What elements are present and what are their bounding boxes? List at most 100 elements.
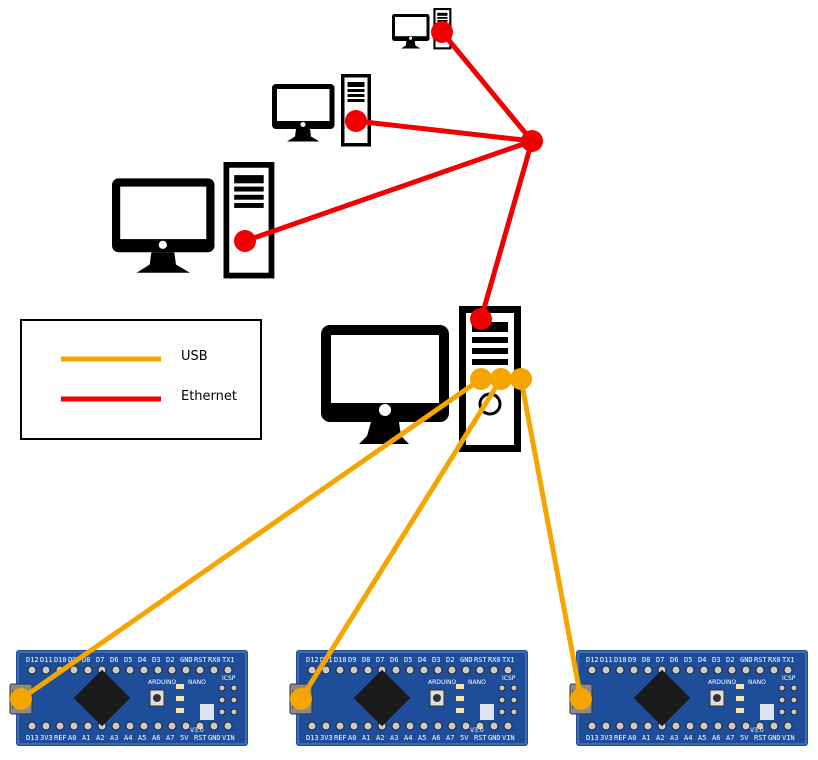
board-pin-label: GND (180, 656, 193, 664)
board-pin-label: 3V3 (600, 734, 613, 742)
ethernet-port-host (470, 308, 492, 330)
board-pin-label: D12 (306, 656, 319, 664)
board-pin-label: D8 (362, 656, 370, 664)
board-pin-label: A4 (404, 734, 412, 742)
board-pin-label: A5 (138, 734, 146, 742)
board-pin-label: VIN (222, 734, 235, 742)
board-pin-label: REF (614, 734, 627, 742)
board-pin-label: A7 (726, 734, 734, 742)
usb-links (18, 376, 584, 702)
board-pin-label: A7 (166, 734, 174, 742)
usb-link-board-1 (18, 376, 484, 702)
board-label-version: V3.0 (470, 727, 484, 734)
board-pin-label: D12 (26, 656, 39, 664)
board-pin-label: A1 (82, 734, 90, 742)
board-label-version: V3.0 (750, 727, 764, 734)
board-pin-label: GND (488, 734, 501, 742)
board-pin-label: A7 (446, 734, 454, 742)
board-pin-label: D11 (40, 656, 53, 664)
board-pin-label: D10 (614, 656, 627, 664)
board-pin-label: REF (334, 734, 347, 742)
board-pin-label: VIN (782, 734, 795, 742)
board-label-arduino: ARDUINO (708, 679, 737, 686)
arduino-nano-board-icon: ARDUINO NANO V3.0 ICSP D12D11D10D9D8D7D6… (289, 649, 529, 747)
ethernet-link-host (478, 138, 535, 322)
board-pin-label: A0 (628, 734, 636, 742)
usb-port-board-3 (570, 688, 592, 710)
board-pin-label: RST (194, 734, 207, 742)
board-pin-label: GND (768, 734, 781, 742)
board-pin-label: D2 (446, 656, 454, 664)
board-pin-label: D7 (656, 656, 664, 664)
usb-port-board-1 (10, 688, 32, 710)
board-pin-label: A2 (96, 734, 104, 742)
ethernet-link-client-1 (439, 29, 535, 144)
board-pin-label: GND (460, 656, 473, 664)
board-label-nano: NANO (188, 679, 206, 686)
board-label-arduino: ARDUINO (148, 679, 177, 686)
board-pin-label: A6 (712, 734, 720, 742)
board-pin-label: D9 (628, 656, 636, 664)
board-pin-label: RX0 (208, 656, 221, 664)
board-pin-label: A0 (68, 734, 76, 742)
board-pin-label: D9 (348, 656, 356, 664)
board-pin-label: D6 (390, 656, 398, 664)
board-pin-label: RX0 (768, 656, 781, 664)
board-pin-label: REF (54, 734, 67, 742)
board-pin-label: TX1 (222, 656, 235, 664)
legend-usb-label: USB (181, 349, 208, 364)
board-pin-label: D13 (306, 734, 319, 742)
board-label-arduino: ARDUINO (428, 679, 457, 686)
board-pin-label: D3 (152, 656, 160, 664)
usb-link-board-3 (518, 376, 584, 702)
board-pin-label: 3V3 (40, 734, 53, 742)
board-pin-label: D7 (376, 656, 384, 664)
board-pin-label: A6 (432, 734, 440, 742)
board-label-icsp: ICSP (502, 675, 516, 682)
board-pin-label: D8 (82, 656, 90, 664)
board-pin-label: A5 (418, 734, 426, 742)
board-pin-label: A4 (124, 734, 132, 742)
board-pin-label: 5V (740, 734, 749, 742)
usb-port-host-2 (490, 368, 512, 390)
board-pin-label: A3 (110, 734, 118, 742)
desktop-computer-icon (112, 162, 275, 279)
board-pin-label: 3V3 (320, 734, 333, 742)
board-pin-label: GND (208, 734, 221, 742)
board-pin-label: A4 (684, 734, 692, 742)
board-pin-label: D6 (110, 656, 118, 664)
board-pin-label: 5V (180, 734, 189, 742)
board-pin-label: RST (474, 734, 487, 742)
board-pin-label: D10 (54, 656, 67, 664)
board-pin-label: D8 (642, 656, 650, 664)
board-pin-label: 5V (460, 734, 469, 742)
ethernet-link-client-2 (353, 118, 535, 144)
ethernet-port-client-3 (234, 230, 256, 252)
board-pin-label: D4 (418, 656, 426, 664)
board-pin-label: GND (740, 656, 753, 664)
ethernet-link-client-3 (242, 138, 535, 244)
board-pin-label: D11 (600, 656, 613, 664)
board-pin-label: A6 (152, 734, 160, 742)
board-pin-label: A2 (376, 734, 384, 742)
board-pin-label: A5 (698, 734, 706, 742)
board-pin-label: D4 (698, 656, 706, 664)
ethernet-port-client-2 (345, 110, 367, 132)
board-pin-label: TX1 (502, 656, 515, 664)
board-pin-label: RST (754, 734, 767, 742)
ethernet-links (242, 29, 535, 322)
usb-port-host-1 (470, 368, 492, 390)
board-pin-label: A3 (670, 734, 678, 742)
board-pin-label: D4 (138, 656, 146, 664)
board-pin-label: A1 (642, 734, 650, 742)
board-pin-label: RX0 (488, 656, 501, 664)
board-pin-label: VIN (502, 734, 515, 742)
board-pin-label: D5 (404, 656, 412, 664)
board-pin-label: D12 (586, 656, 599, 664)
board-pin-label: RST (754, 656, 767, 664)
usb-port-board-2 (290, 688, 312, 710)
board-pin-label: D6 (670, 656, 678, 664)
board-pin-label: RST (474, 656, 487, 664)
